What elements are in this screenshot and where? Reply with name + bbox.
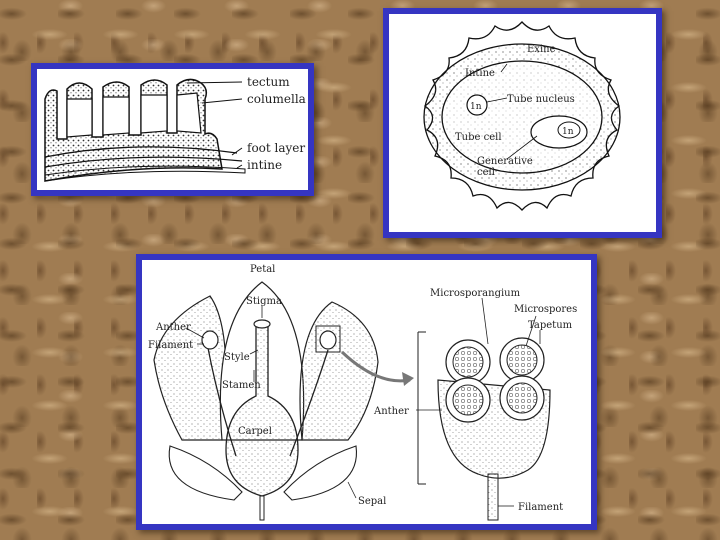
tube-cell-label: Tube cell [455, 132, 502, 143]
generative-nucleus [557, 121, 581, 139]
petal-right [299, 301, 379, 441]
generative-ploidy-label: 1n [562, 127, 574, 137]
petal-label: Petal [250, 264, 275, 275]
zoom-arrowhead [402, 372, 414, 386]
filament-detail [487, 473, 499, 521]
style-label: Style [224, 352, 250, 363]
anther-left [201, 330, 219, 350]
microspores-label: Microspores [514, 304, 577, 315]
anther-right [319, 330, 337, 350]
generative-cell-label-line2: cell [477, 167, 495, 178]
foot-layer-label: foot layer [247, 141, 305, 155]
carpel-label: Carpel [238, 426, 272, 437]
intine-label: intine [247, 158, 282, 172]
microsporangium-label: Microsporangium [430, 288, 521, 299]
pollen-wall-diagram: tectum columella foot layer intine [44, 75, 306, 182]
intine-label: Intine [465, 68, 495, 79]
stigma-label: Stigma [246, 296, 282, 307]
filament-right [289, 349, 329, 457]
tapetum-label: Tapetum [528, 320, 573, 331]
tectum-label: tectum [247, 75, 290, 89]
stamen-label: Stamen [222, 380, 261, 391]
sepal-right [283, 445, 358, 501]
filament-left [207, 347, 237, 457]
flower-illustration [153, 281, 379, 521]
pollen-grain-panel: 1n 1n Exine Intine Tube nucleus Tube cel… [383, 8, 662, 238]
filament-label: Filament [148, 340, 193, 351]
flower-panel: Petal Stigma Anther Filament Style Stame… [136, 254, 597, 530]
tube-nucleus-circle [466, 94, 488, 116]
anther-label: Anther [155, 322, 191, 333]
sepal-left [168, 445, 243, 501]
pollen-grain-diagram: 1n 1n Exine Intine Tube nucleus Tube cel… [423, 21, 621, 211]
stem [259, 495, 265, 521]
stigma [253, 319, 271, 329]
pollen-wall-panel: tectum columella foot layer intine [31, 63, 314, 196]
exine-label: Exine [527, 44, 556, 55]
filament-detail-label: Filament [518, 502, 563, 513]
flower-diagram: Petal Stigma Anther Filament Style Stame… [148, 264, 577, 521]
petal-left [153, 295, 227, 441]
anther-zoom-box [315, 325, 341, 353]
anther-cross-section [417, 331, 551, 521]
sepal-label: Sepal [358, 496, 386, 507]
tube-nucleus-label: Tube nucleus [507, 94, 575, 105]
generative-cell-label-line1: Generative [477, 156, 533, 167]
tube-nucleus-ploidy-label: 1n [470, 102, 482, 112]
anther-detail-label: Anther [373, 406, 409, 417]
columella-label: columella [247, 92, 306, 106]
